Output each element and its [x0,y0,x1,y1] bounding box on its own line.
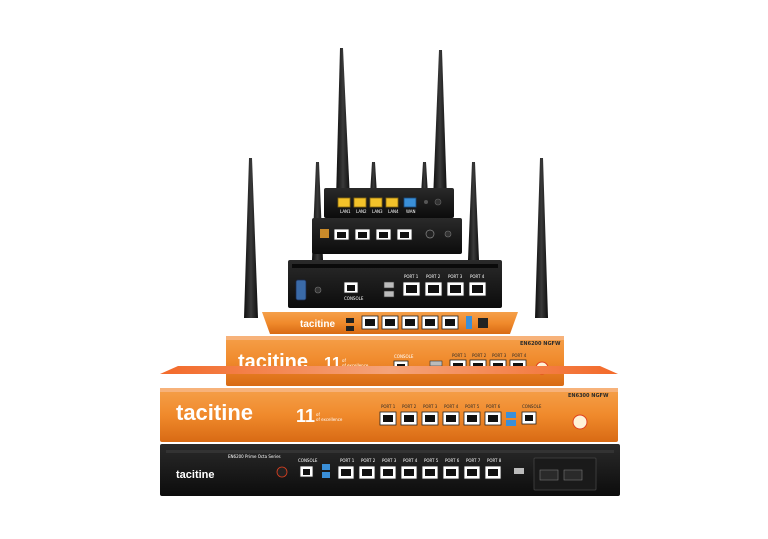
antenna-3 [244,158,258,318]
device-router: LAN1 LAN2 LAN3 LAN4 WAN [324,188,454,218]
antenna-1 [336,48,350,200]
svg-text:PORT 6: PORT 6 [486,404,501,409]
device-rack-appliance: tacitine EN6200 Prime Octa Series CONSOL… [160,444,620,496]
device-desktop-firewall: CONSOLE PORT 1 PORT 2 PORT 3 PORT 4 [288,260,502,308]
antenna-2 [433,50,447,200]
svg-text:PORT 1: PORT 1 [404,274,419,279]
svg-text:PORT 4: PORT 4 [512,353,527,358]
svg-text:PORT 6: PORT 6 [445,458,460,463]
device-mini-firewall [312,218,462,254]
svg-text:PORT 8: PORT 8 [487,458,502,463]
router-yellow-ports [337,197,399,208]
svg-text:PORT 1: PORT 1 [340,458,355,463]
svg-text:EN6200 Prime Octa Series: EN6200 Prime Octa Series [228,454,281,459]
svg-text:PORT 2: PORT 2 [402,404,417,409]
svg-text:PORT 3: PORT 3 [492,353,507,358]
svg-text:PORT 2: PORT 2 [472,353,487,358]
serial-port [295,279,307,301]
svg-text:CONSOLE: CONSOLE [394,354,414,359]
router-port-label: LAN1 [340,209,351,214]
antenna-7 [370,162,377,195]
antenna-8 [421,162,428,195]
svg-text:LAN2: LAN2 [356,209,367,214]
svg-text:PORT 4: PORT 4 [444,404,459,409]
badge-icon [572,414,588,430]
antenna-6 [468,162,479,260]
svg-text:of: of [342,358,346,363]
svg-text:WAN: WAN [406,209,415,214]
svg-text:CONSOLE: CONSOLE [344,296,364,301]
device-en6300-ngfw: tacitine 11 of of excellence EN6300 NGFW… [160,366,618,442]
svg-text:PORT 4: PORT 4 [470,274,485,279]
svg-text:tacitine: tacitine [300,319,335,330]
svg-text:EN6300 NGFW: EN6300 NGFW [568,393,609,399]
device-en6200-ngfw: tacitine 11 of of excellence EN6200 NGFW… [226,336,564,386]
svg-text:of: of [316,412,320,417]
device-orange-slim: tacitine [262,312,518,334]
svg-text:PORT 3: PORT 3 [448,274,463,279]
svg-text:LAN3: LAN3 [372,209,383,214]
svg-text:LAN4: LAN4 [388,209,399,214]
svg-text:PORT 1: PORT 1 [452,353,467,358]
antenna-4 [535,158,548,318]
svg-text:PORT 5: PORT 5 [465,404,480,409]
svg-text:11: 11 [296,406,315,426]
svg-text:PORT 3: PORT 3 [382,458,397,463]
svg-text:CONSOLE: CONSOLE [522,404,542,409]
svg-text:PORT 2: PORT 2 [361,458,376,463]
svg-text:of excellence: of excellence [316,417,343,422]
svg-text:PORT 2: PORT 2 [426,274,441,279]
svg-text:tacitine: tacitine [176,400,253,425]
svg-text:EN6200 NGFW: EN6200 NGFW [520,341,561,347]
svg-text:CONSOLE: CONSOLE [298,458,318,463]
svg-text:tacitine: tacitine [176,469,215,481]
badge-icon [276,466,288,478]
svg-text:PORT 5: PORT 5 [424,458,439,463]
router-blue-port [403,197,417,208]
svg-text:PORT 4: PORT 4 [403,458,418,463]
svg-text:of excellence: of excellence [342,363,369,368]
svg-text:PORT 7: PORT 7 [466,458,481,463]
svg-text:PORT 1: PORT 1 [381,404,396,409]
svg-text:PORT 3: PORT 3 [423,404,438,409]
